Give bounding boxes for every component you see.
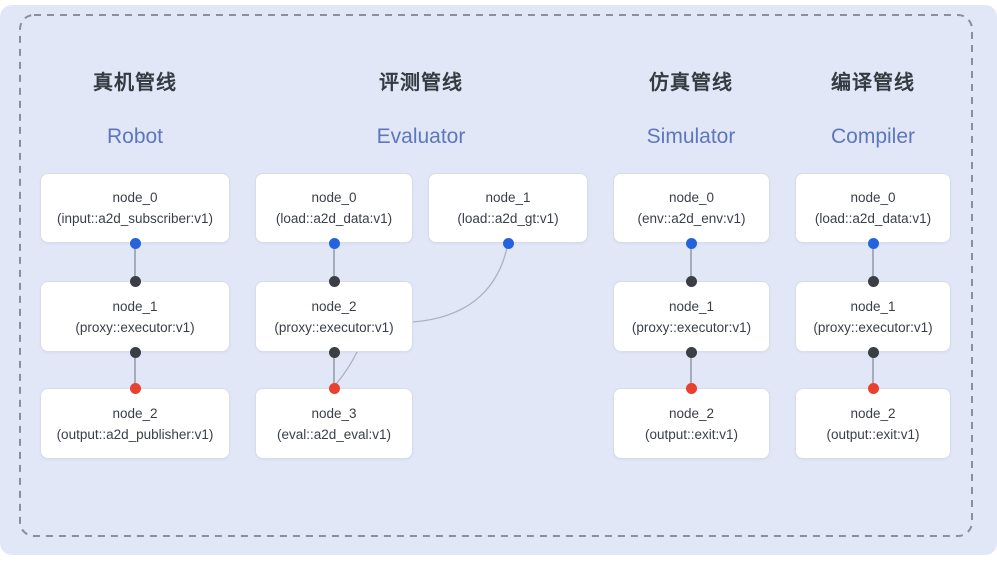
blue-port-dot [867,237,879,249]
robot-node-1: node_1(proxy::executor:v1) [40,281,230,352]
dashed-panel-border [19,14,973,537]
red-port-dot [685,382,697,394]
red-port-dot [328,382,340,394]
pipeline-title-en-simulator: Simulator [646,125,736,148]
node-type-label: (load::a2d_data:v1) [814,211,932,226]
pipeline-title-zh-robot: 真机管线 [93,72,177,94]
blue-port-dot [685,237,697,249]
compiler-node-2: node_2(output::exit:v1) [795,388,951,459]
evaluator-node-0: node_0(load::a2d_data:v1) [255,173,413,243]
node-name-label: node_1 [485,190,531,205]
node-type-label: (output::a2d_publisher:v1) [56,426,214,442]
red-port-dot [867,382,879,394]
black-port-dot [867,346,879,358]
node-name-label: node_1 [850,298,896,314]
node-name-label: node_3 [311,405,357,421]
evaluator-node-3: node_3(eval::a2d_eval:v1) [255,388,413,459]
pipeline-title-zh-simulator: 仿真管线 [649,72,733,94]
node-type-label: (proxy::executor:v1) [631,319,752,335]
node-type-label: (load::a2d_data:v1) [275,211,393,226]
node-name-label: node_2 [850,405,896,421]
blue-port-dot [129,237,141,249]
node-type-label: (eval::a2d_eval:v1) [276,426,392,442]
simulator-node-0: node_0(env::a2d_env:v1) [613,173,770,243]
compiler-node-1: node_1(proxy::executor:v1) [795,281,951,352]
node-name-label: node_0 [311,190,357,205]
black-port-dot [328,275,340,287]
pipeline-title-en-robot: Robot [106,125,164,148]
node-type-label: (output::exit:v1) [826,426,920,442]
node-type-label: (proxy::executor:v1) [75,319,195,335]
simulator-node-2: node_2(output::exit:v1) [613,388,770,459]
card-background [0,5,997,555]
node-name-label: node_2 [311,298,357,314]
pipeline-title-zh-evaluator: 评测管线 [379,72,463,94]
node-name-label: node_2 [668,405,715,421]
node-type-label: (load::a2d_gt:v1) [457,211,559,226]
pipeline-title-zh-compiler: 编译管线 [831,72,915,94]
black-port-dot [129,275,141,287]
node-name-label: node_0 [850,190,896,205]
compiler-node-0: node_0(load::a2d_data:v1) [795,173,951,243]
blue-port-dot [328,237,340,249]
evaluator-node-1: node_1(load::a2d_gt:v1) [428,173,588,243]
pipeline-title-en-compiler: Compiler [830,125,916,148]
black-port-dot [129,346,141,358]
node-type-label: (env::a2d_env:v1) [637,211,746,226]
black-port-dot [328,346,340,358]
node-type-label: (input::a2d_subscriber:v1) [56,211,214,226]
node-name-label: node_1 [668,298,715,314]
red-port-dot [129,382,141,394]
blue-port-dot [502,237,514,249]
robot-node-0: node_0(input::a2d_subscriber:v1) [40,173,230,243]
node-name-label: node_2 [112,405,158,421]
node-type-label: (proxy::executor:v1) [813,319,933,335]
black-port-dot [685,275,697,287]
node-name-label: node_1 [112,298,158,314]
pipeline-title-en-evaluator: Evaluator [376,125,466,148]
robot-node-2: node_2(output::a2d_publisher:v1) [40,388,230,459]
node-name-label: node_0 [668,190,715,205]
node-type-label: (proxy::executor:v1) [274,319,394,335]
evaluator-node-2: node_2(proxy::executor:v1) [255,281,413,352]
node-type-label: (output::exit:v1) [644,426,739,442]
simulator-node-1: node_1(proxy::executor:v1) [613,281,770,352]
black-port-dot [867,275,879,287]
node-name-label: node_0 [112,190,158,205]
black-port-dot [685,346,697,358]
